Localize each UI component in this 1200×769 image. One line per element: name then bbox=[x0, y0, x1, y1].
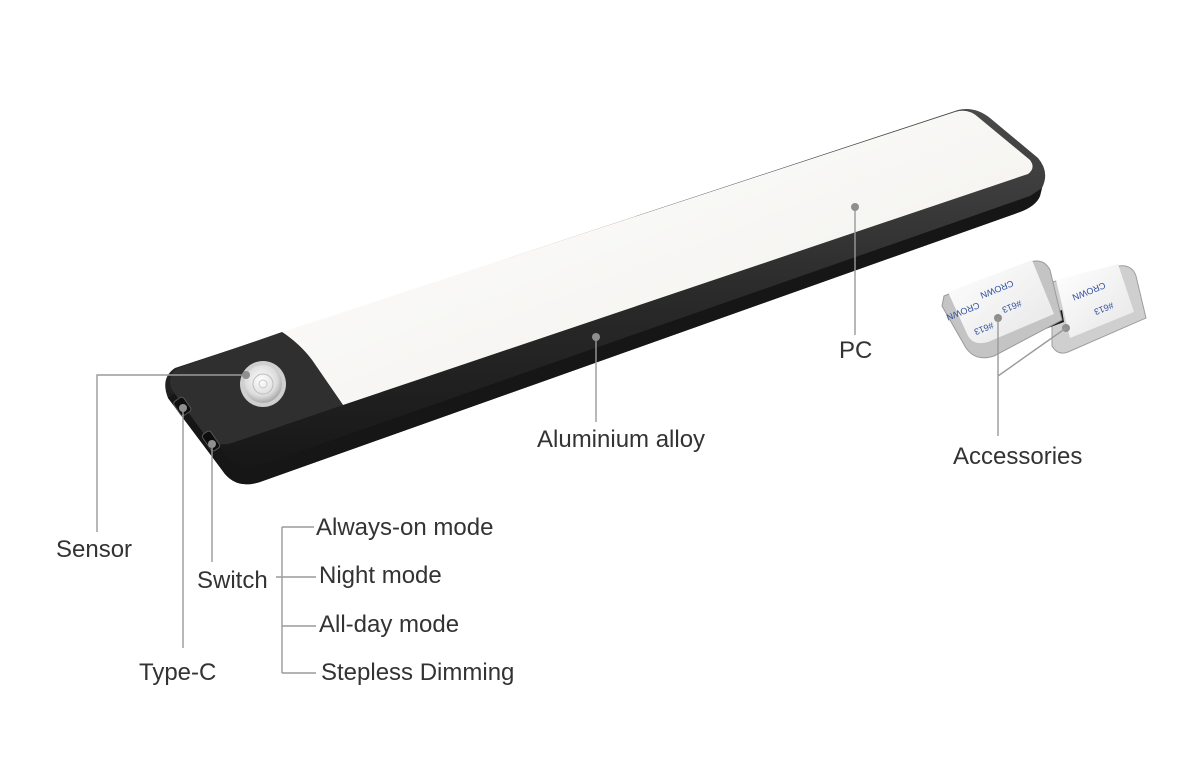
aluminium-marker-dot bbox=[592, 333, 600, 341]
pc-label: PC bbox=[839, 337, 872, 364]
sensor-marker-dot bbox=[242, 371, 250, 379]
switch-marker-dot bbox=[208, 440, 216, 448]
mode-night: Night mode bbox=[319, 562, 442, 589]
sensor-leader bbox=[96, 374, 246, 532]
aluminium-alloy-label: Aluminium alloy bbox=[537, 426, 705, 453]
pir-sensor-lens bbox=[240, 361, 286, 407]
mode-all-day: All-day mode bbox=[319, 611, 459, 638]
accessories-image: CROWN #613 CROWN #613 CROWN #613 bbox=[932, 250, 1152, 368]
switch-label: Switch bbox=[197, 567, 268, 594]
modes-bracket bbox=[276, 526, 316, 674]
mode-stepless-dimming: Stepless Dimming bbox=[321, 659, 514, 686]
light-bar bbox=[165, 109, 1046, 485]
accessories-label: Accessories bbox=[953, 443, 1082, 470]
pc-diffuser bbox=[282, 110, 1033, 406]
mode-always-on: Always-on mode bbox=[316, 514, 493, 541]
type-c-label: Type-C bbox=[139, 659, 216, 686]
accessories-leader bbox=[997, 318, 1067, 436]
labels: PC Aluminium alloy Accessories Sensor Sw… bbox=[56, 337, 1082, 686]
type-c-marker-dot bbox=[179, 404, 187, 412]
pc-marker-dot bbox=[851, 203, 859, 211]
sensor-label: Sensor bbox=[56, 536, 132, 563]
leader-lines bbox=[96, 203, 1070, 674]
